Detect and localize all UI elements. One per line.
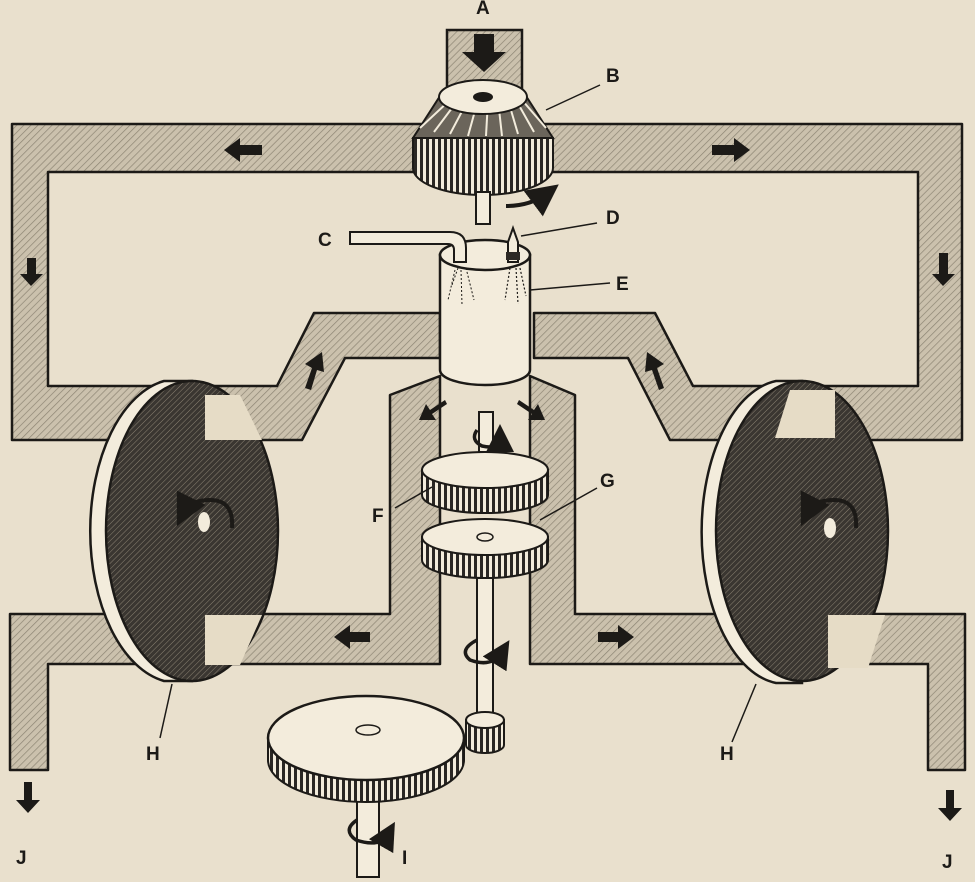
spark-plug (506, 228, 520, 262)
label-f: F (372, 506, 384, 527)
label-j-right: J (942, 852, 953, 873)
pinion-gear (466, 712, 504, 753)
turbine-wheel-left (90, 381, 278, 681)
turbine-wheel-upper (422, 452, 548, 513)
label-g: G (600, 471, 615, 492)
label-e: E (616, 274, 629, 295)
turbine-wheel-lower (422, 519, 548, 578)
down-arrow-icon (938, 790, 962, 821)
output-gear (268, 696, 464, 877)
label-i: I (402, 848, 407, 869)
rotation-arrow-icon (506, 194, 546, 206)
label-b: B (606, 66, 620, 87)
label-h-right: H (720, 744, 734, 765)
label-j-left: J (16, 848, 27, 869)
turbine-wheel-right (702, 381, 888, 683)
label-h-left: H (146, 744, 160, 765)
label-d: D (606, 208, 620, 229)
label-c: C (318, 230, 332, 251)
down-arrow-icon (16, 782, 40, 813)
label-a: A (476, 0, 490, 19)
